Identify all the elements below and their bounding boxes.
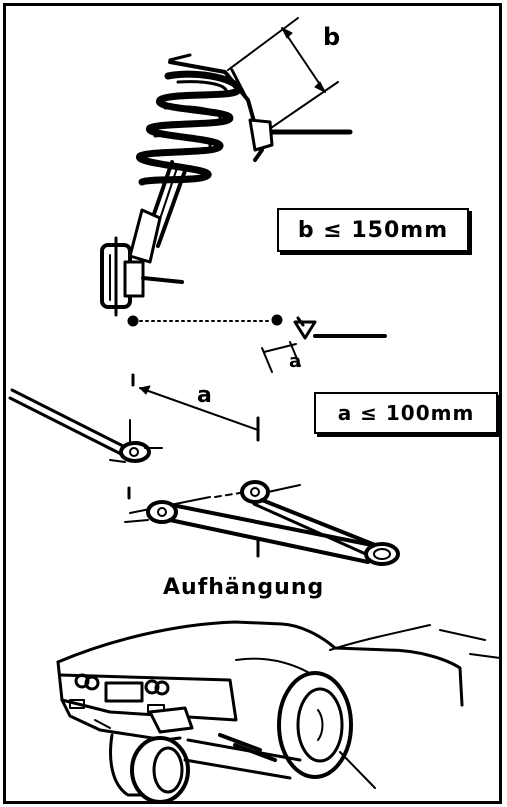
lower-ball-joint [261, 316, 387, 373]
spec-box-a: a ≤ 100mm [314, 392, 498, 434]
strut-top-mount [168, 53, 353, 162]
tie-rod [8, 388, 163, 463]
spec-box-a-text: a ≤ 100mm [337, 401, 475, 425]
diagram-caption: Aufhängung [163, 575, 325, 600]
diagram-border [3, 3, 502, 804]
reference-dotted-line [127, 314, 283, 327]
spec-box-b: b ≤ 150mm [277, 208, 469, 252]
wheel-hub [100, 236, 184, 317]
strut-tube [128, 160, 188, 264]
car-illustration [56, 620, 501, 804]
lower-control-arm [124, 480, 400, 566]
coil-spring [136, 70, 242, 186]
spec-box-b-text: b ≤ 150mm [297, 217, 449, 243]
dimension-b-label: b [323, 23, 341, 51]
dimension-b-lines [227, 17, 339, 131]
dimension-a-label: a [197, 383, 212, 408]
dimension-a-small-label: a [289, 351, 302, 372]
dimension-a-lines [131, 373, 260, 442]
